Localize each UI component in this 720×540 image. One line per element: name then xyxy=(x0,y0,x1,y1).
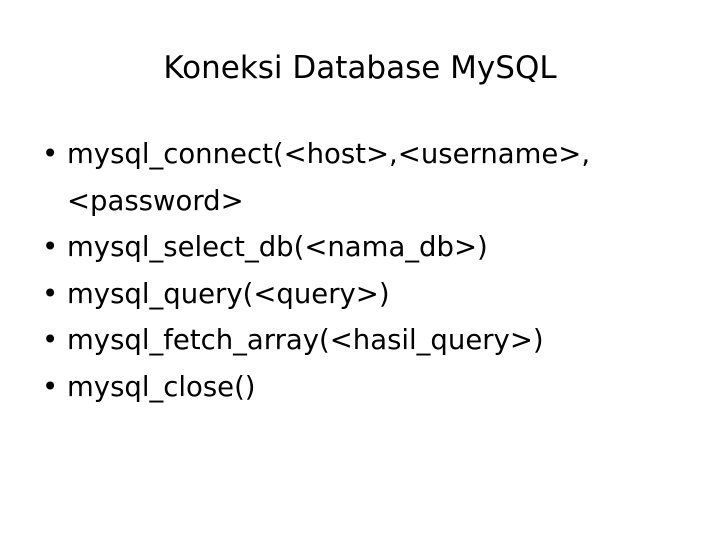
bullet-icon: • xyxy=(42,277,59,310)
bullet-icon: • xyxy=(42,324,59,356)
bullet-icon: • xyxy=(42,370,59,403)
page-title: Koneksi Database MySQL xyxy=(163,50,557,86)
bullet-icon: • xyxy=(42,138,59,170)
list-item: • mysql_close() xyxy=(36,364,686,411)
list-item: • mysql_connect(<host>,<username>,<passw… xyxy=(36,131,686,224)
list-item-label: mysql_connect(<host>,<username>,<passwor… xyxy=(67,138,591,217)
list-item-label: mysql_query(<query>) xyxy=(67,277,390,310)
list-item: • mysql_fetch_array(<hasil_query>) xyxy=(36,317,686,364)
list-item: • mysql_select_db(<nama_db>) xyxy=(36,224,686,271)
list-item: • mysql_query(<query>) xyxy=(36,271,686,318)
list-item-label: mysql_fetch_array(<hasil_query>) xyxy=(67,324,544,356)
bullet-icon: • xyxy=(42,231,59,263)
list-item-label: mysql_close() xyxy=(67,370,256,403)
list-item-label: mysql_select_db(<nama_db>) xyxy=(67,231,488,263)
content-bullet-list: • mysql_connect(<host>,<username>,<passw… xyxy=(36,131,686,410)
